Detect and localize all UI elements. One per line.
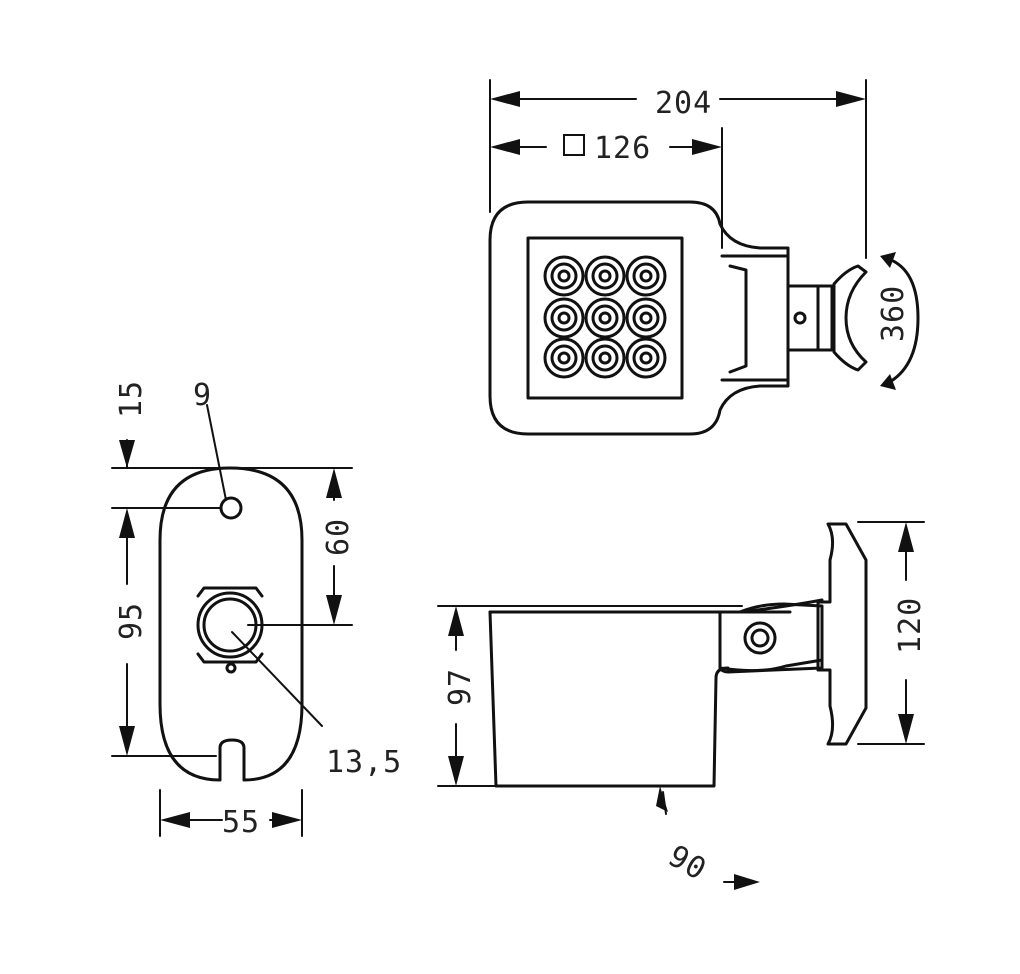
front-mount-plate — [832, 264, 868, 372]
side-arm — [718, 598, 824, 673]
dimension-hole-diameter: 9 — [193, 378, 212, 413]
led-5 — [584, 297, 626, 339]
cable-leader — [231, 631, 323, 727]
dim-body-height-label: 97 — [443, 668, 478, 706]
dimension-cable-diameter: 13,5 — [326, 745, 402, 780]
side-mount-plate — [816, 522, 868, 746]
dim-square-size-label: 126 — [594, 131, 651, 166]
dim-cable-diameter-label: 13,5 — [326, 745, 402, 780]
led-window — [526, 236, 684, 400]
front-view: 360 — [488, 200, 920, 436]
side-view: 90 — [488, 522, 868, 890]
mounting-hole — [219, 496, 243, 520]
led-2 — [584, 255, 626, 297]
dimension-hole-spacing: 95 — [111, 507, 221, 757]
led-1 — [543, 255, 585, 297]
rotation-arrowhead-bottom — [880, 374, 896, 390]
dim-hole-spacing-label: 95 — [114, 602, 149, 640]
led-3 — [625, 255, 667, 297]
mounting-plate-view — [158, 404, 323, 782]
tilt-direction-arrowhead — [734, 874, 760, 890]
dimension-overall-width: 204 — [489, 79, 867, 259]
dimension-body-height: 97 — [437, 605, 743, 787]
rotation-arc — [884, 256, 920, 386]
dimension-head-height: 120 — [857, 521, 928, 745]
dim-tilt-label: 90 — [662, 839, 713, 888]
dimension-center-offset: 60 — [247, 468, 356, 626]
square-symbol — [563, 134, 585, 156]
dim-head-height-label: 120 — [893, 597, 928, 654]
front-housing-outline — [488, 200, 790, 436]
dim-plate-width-label: 55 — [222, 805, 260, 840]
led-array — [543, 255, 667, 379]
pivot-screw — [793, 311, 807, 325]
dim-center-offset-label: 60 — [321, 518, 356, 556]
dim-hole-diameter-label: 9 — [193, 378, 212, 413]
rotation-arrowhead-top — [880, 252, 896, 268]
tilt-indicator-arrowhead — [656, 786, 668, 812]
dimension-square-size: 126 — [490, 127, 723, 249]
cable-entry-clamp — [196, 586, 264, 664]
dimension-plate-top: 15 — [111, 380, 353, 469]
dimension-plate-width: 55 — [159, 789, 303, 840]
led-9 — [625, 337, 667, 379]
dim-overall-width-label: 204 — [655, 86, 712, 121]
led-7 — [543, 337, 585, 379]
hole-leader — [206, 404, 227, 501]
led-6 — [625, 297, 667, 339]
front-bracket-stem — [816, 284, 834, 352]
dim-plate-top-label: 15 — [114, 380, 149, 418]
plate-small-screw — [225, 662, 237, 674]
side-pivot-inner — [750, 628, 770, 648]
front-bracket-inner — [728, 264, 748, 374]
led-4 — [543, 297, 585, 339]
side-pivot-outer — [743, 621, 777, 655]
led-8 — [584, 337, 626, 379]
dim-rotation-label: 360 — [876, 285, 911, 342]
